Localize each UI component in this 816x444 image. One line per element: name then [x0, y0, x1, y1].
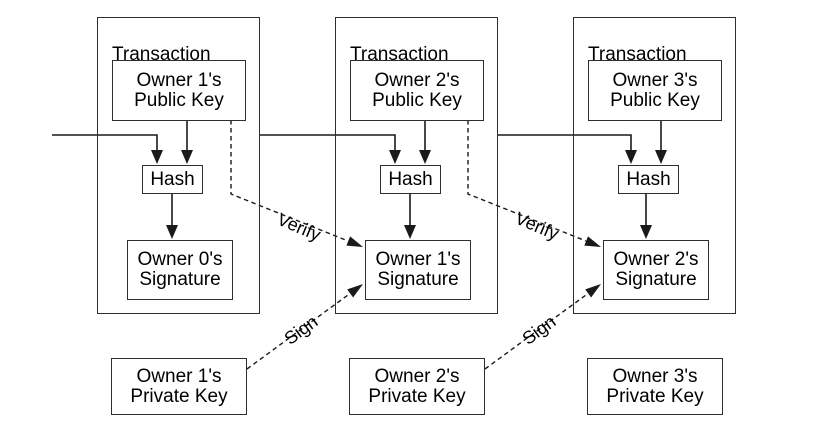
chain-arrowhead-3: [625, 150, 637, 164]
chain-line: [52, 134, 637, 164]
transaction-box-2: Transaction Owner 2's Public Key Hash Ow…: [335, 17, 498, 314]
public-key-box: Owner 2's Public Key: [350, 60, 484, 121]
transaction-title: Transaction: [350, 44, 449, 65]
public-key-box: Owner 1's Public Key: [112, 60, 246, 121]
chain-arrowhead-2: [389, 150, 401, 164]
verify-dashed-line-2: [467, 120, 587, 242]
hash-box: Hash: [142, 165, 203, 194]
chain-arrowhead-1: [151, 150, 163, 164]
chain-segment-3: [497, 134, 632, 151]
verify-dashed-line-1: [230, 120, 349, 242]
hash-to-signature-arrowhead-2: [404, 225, 416, 239]
verify-arrowhead-2: [584, 236, 601, 247]
verify-arrow-2: [467, 120, 601, 247]
transaction-box-3: Transaction Owner 3's Public Key Hash Ow…: [573, 17, 736, 314]
sign-arrowhead-1: [347, 284, 363, 298]
pubkey-to-hash-arrowhead-3: [655, 150, 667, 164]
transaction-title: Transaction: [588, 44, 687, 65]
hash-box: Hash: [380, 165, 441, 194]
hash-to-signature-arrows: [166, 193, 652, 239]
chain-segment-1: [52, 134, 158, 151]
pubkey-to-hash-arrowhead-1: [181, 150, 193, 164]
hash-to-signature-arrowhead-1: [166, 225, 178, 239]
sign-arrowhead-2: [585, 284, 601, 298]
public-key-box: Owner 3's Public Key: [588, 60, 722, 121]
verify-arrowhead-1: [346, 236, 363, 247]
sign-arrow-1: [246, 284, 363, 370]
private-key-box-1: Owner 1's Private Key: [111, 358, 247, 415]
signature-box: Owner 0's Signature: [127, 240, 233, 300]
verify-arrow-1: [230, 120, 363, 247]
signature-box: Owner 1's Signature: [365, 240, 471, 300]
hash-to-signature-arrowhead-3: [640, 225, 652, 239]
hash-box: Hash: [618, 165, 679, 194]
transaction-box-1: Transaction Owner 1's Public Key Hash Ow…: [97, 17, 260, 314]
sign-dashed-line-2: [484, 292, 589, 370]
chain-segment-2: [259, 134, 396, 151]
pubkey-to-hash-arrowhead-2: [419, 150, 431, 164]
sign-arrow-2: [484, 284, 601, 370]
pubkey-to-hash-arrows: [181, 120, 667, 164]
sign-dashed-line-1: [246, 292, 351, 370]
private-key-box-2: Owner 2's Private Key: [349, 358, 485, 415]
private-key-box-3: Owner 3's Private Key: [587, 358, 723, 415]
transaction-title: Transaction: [112, 44, 211, 65]
signature-box: Owner 2's Signature: [603, 240, 709, 300]
